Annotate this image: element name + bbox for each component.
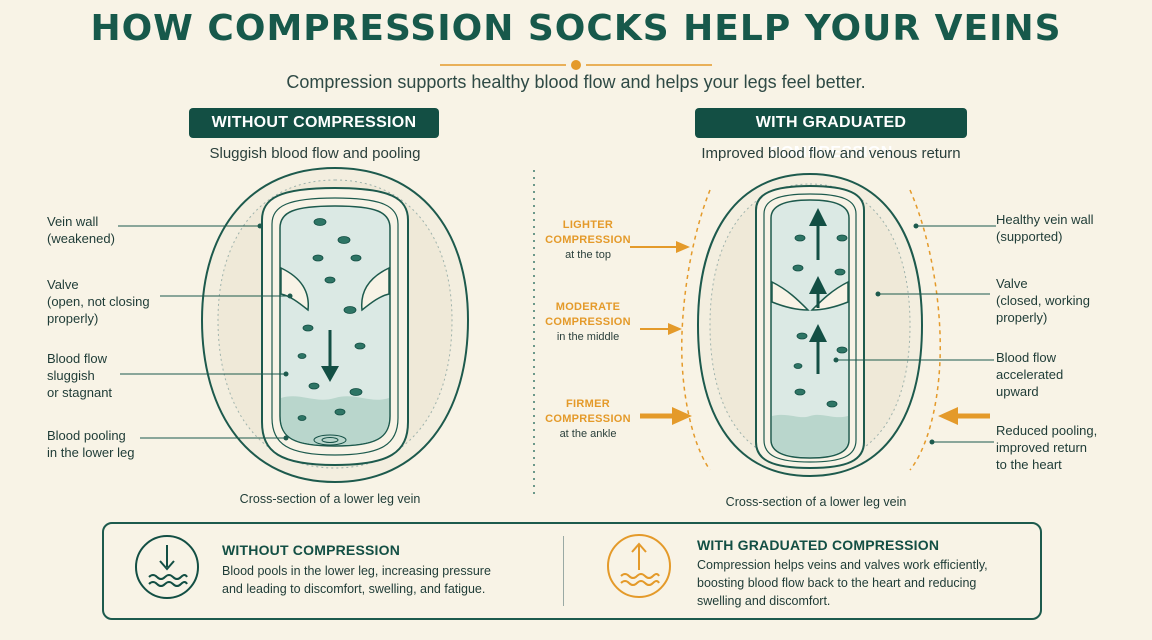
summary-divider [563, 536, 564, 606]
left-label-vein-wall: Vein wall (weakened) [47, 214, 115, 246]
label-firmer-compression: FIRMER COMPRESSION at the ankle [545, 398, 631, 440]
left-blood-cells [297, 218, 366, 421]
left-pool-ripple [313, 434, 347, 446]
arrow-firmer-compression-right [938, 407, 990, 425]
left-heading: WITHOUT COMPRESSION [189, 108, 439, 138]
page-subtitle: Compression supports healthy blood flow … [286, 72, 866, 92]
right-vein-lumen [770, 199, 850, 459]
right-leader-lines [836, 225, 996, 443]
arrow-firmer-compression [640, 407, 692, 425]
flow-up-icon [607, 534, 671, 598]
right-label-pooling: Reduced pooling, improved return to the … [996, 423, 1098, 472]
left-vein-diagram [118, 166, 470, 484]
right-heading: WITH GRADUATED COMPRESSION [695, 108, 967, 161]
summary-right-title: WITH GRADUATED COMPRESSION [697, 537, 940, 553]
right-vein-diagram [681, 172, 996, 478]
left-vein-lumen [279, 205, 391, 447]
left-flow-arrow [321, 330, 339, 382]
summary-left-text: Blood pools in the lower leg, increasing… [222, 564, 491, 596]
page-title: HOW COMPRESSION SOCKS HELP YOUR VEINS [90, 8, 1062, 49]
right-label-blood-flow: Blood flow accelerated upward [996, 350, 1064, 399]
center-divider [533, 170, 535, 498]
left-blood-pool [281, 396, 389, 445]
label-moderate-compression: MODERATE COMPRESSION in the middle [545, 301, 631, 343]
summary-left-title: WITHOUT COMPRESSION [222, 542, 401, 558]
label-lighter-compression: LIGHTER COMPRESSION at the top [545, 219, 631, 261]
right-blood-pool [772, 414, 848, 457]
right-leader-dots [833, 223, 935, 445]
right-caption: Improved blood flow and venous return [701, 145, 961, 162]
pooling-down-icon [135, 535, 199, 599]
left-label-pooling: Blood pooling in the lower leg [47, 428, 135, 460]
left-footer: Cross-section of a lower leg vein [239, 492, 421, 506]
left-label-blood-flow: Blood flow sluggish or stagnant [47, 351, 113, 400]
right-valve [771, 280, 849, 311]
summary-panel [102, 522, 1042, 620]
right-compression-outline [681, 189, 941, 471]
right-blood-cells [792, 234, 848, 408]
arrow-moderate-compression [640, 323, 682, 335]
left-leader-dots [257, 223, 293, 441]
right-label-valve: Valve (closed, working properly) [996, 276, 1090, 325]
left-label-valve: Valve (open, not closing properly) [47, 277, 150, 326]
left-leader-lines [118, 225, 290, 439]
right-label-vein-wall: Healthy vein wall (supported) [996, 212, 1094, 244]
summary-right-text: Compression helps veins and valves work … [697, 558, 988, 608]
title-divider [440, 60, 712, 70]
left-caption: Sluggish blood flow and pooling [209, 145, 421, 162]
right-footer: Cross-section of a lower leg vein [725, 495, 907, 509]
right-flow-arrows [809, 208, 827, 374]
arrow-lighter-compression [630, 241, 690, 253]
